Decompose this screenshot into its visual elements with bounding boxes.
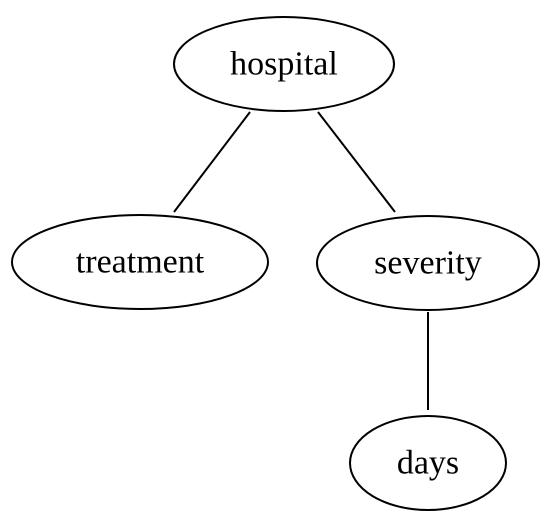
node-hospital-shape	[173, 16, 395, 112]
edge-hospital-severity	[317, 111, 396, 213]
node-days-label: days	[397, 445, 459, 482]
node-days: days	[349, 415, 507, 511]
node-treatment-label: treatment	[76, 244, 205, 281]
node-severity-label: severity	[374, 245, 482, 282]
node-days-shape	[349, 415, 507, 511]
node-treatment-shape	[11, 214, 269, 310]
node-severity-shape	[316, 215, 540, 311]
node-treatment: treatment	[11, 214, 269, 310]
edges-layer	[173, 111, 429, 410]
nodes-layer: hospital treatment severity days	[11, 16, 540, 511]
node-hospital: hospital	[173, 16, 395, 112]
node-hospital-label: hospital	[230, 46, 338, 83]
edge-hospital-treatment	[173, 111, 251, 213]
node-severity: severity	[316, 215, 540, 311]
